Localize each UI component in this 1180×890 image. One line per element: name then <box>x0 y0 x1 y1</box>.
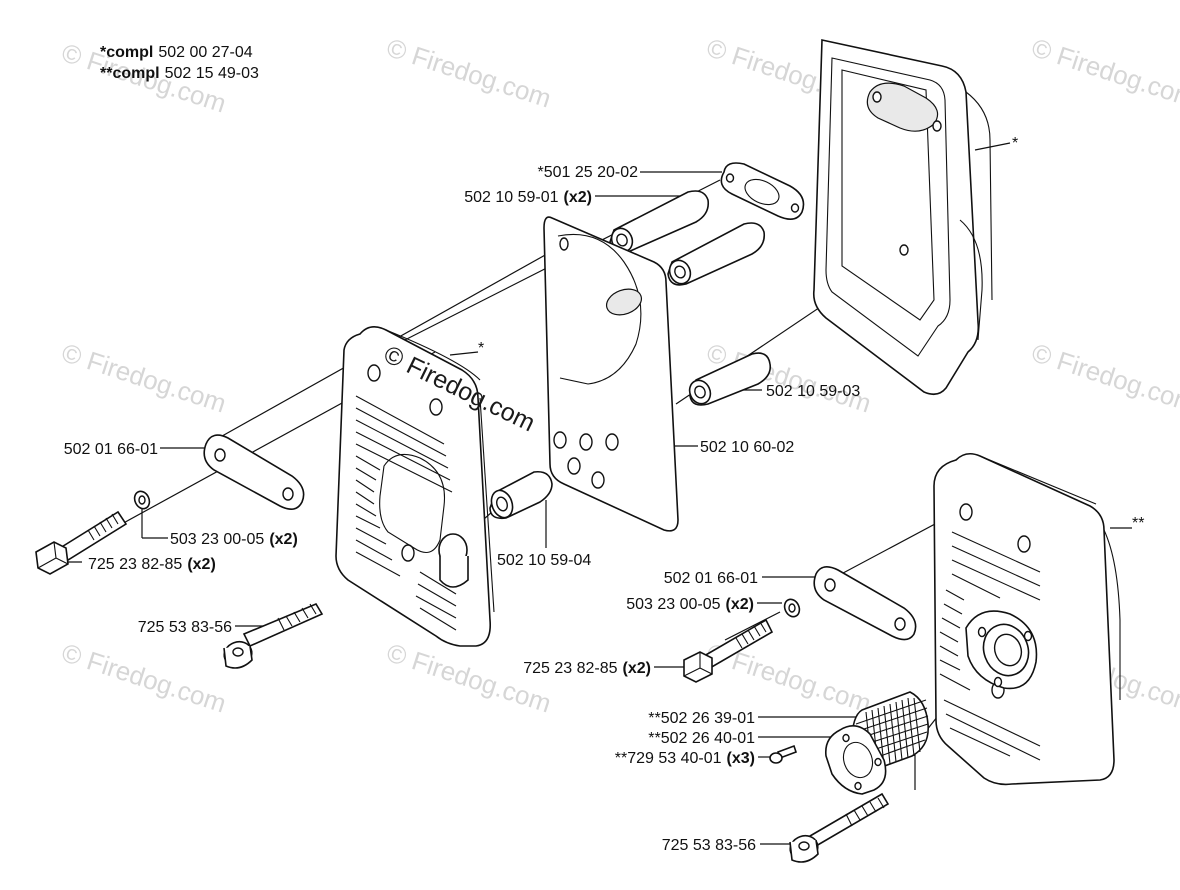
label-plate-right: 502 01 66-01 <box>664 570 758 587</box>
bolt-left-long <box>35 510 128 575</box>
label-spacer-bottom: 502 10 59-04 <box>497 552 591 569</box>
bolt-right-short <box>789 792 890 863</box>
label-screen-gasket: **502 26 40-01 <box>648 730 755 747</box>
label-washer-right: 503 23 00-05(x2) <box>626 596 754 613</box>
label-heat-plate: 502 10 60-02 <box>700 439 794 456</box>
cooling-slots-left <box>355 395 457 631</box>
plate-left <box>203 434 305 510</box>
spacer-bottom <box>489 470 553 520</box>
label-bolt-left-long: 725 23 82-85(x2) <box>88 556 216 573</box>
washer-left <box>133 490 151 510</box>
bolt-right-long <box>683 618 774 683</box>
part-labels: *501 25 20-02 502 10 59-01(x2) * * 502 1… <box>64 135 1145 854</box>
screw <box>769 744 798 764</box>
label-bolt-left-short: 725 53 83-56 <box>138 619 232 636</box>
label-cover-left-marker: * <box>478 340 484 357</box>
label-spacer-right: 502 10 59-03 <box>766 383 860 400</box>
watermark: © Firedog.com <box>1028 337 1180 418</box>
label-spacer-top: 502 10 59-01(x2) <box>464 189 592 206</box>
spacer-top <box>609 190 766 286</box>
washer-right <box>783 598 801 618</box>
label-bolt-right-long: 725 23 82-85(x2) <box>523 660 651 677</box>
bolt-left-short <box>223 602 324 669</box>
watermark: © Firedog.com <box>383 637 555 718</box>
plate-right <box>813 566 917 641</box>
gasket-top <box>720 162 805 220</box>
label-gasket-top: *501 25 20-02 <box>537 164 638 181</box>
watermark: © Firedog.com <box>58 637 230 718</box>
label-spark-screen: **502 26 39-01 <box>648 710 755 727</box>
spacer-right <box>688 352 772 406</box>
cooling-slots-right <box>939 531 1041 761</box>
heat-plate <box>543 216 679 532</box>
label-washer-left: 503 23 00-05(x2) <box>170 531 298 548</box>
cover-left <box>335 326 495 647</box>
label-plate-left: 502 01 66-01 <box>64 441 158 458</box>
cover-right <box>933 452 1121 786</box>
label-cover-right-marker: ** <box>1132 515 1144 532</box>
label-screw: **729 53 40-01(x3) <box>615 750 755 767</box>
cover-top <box>812 39 993 396</box>
screen-gasket <box>824 725 887 795</box>
label-bolt-right-short: 725 53 83-56 <box>662 837 756 854</box>
watermark: © Firedog.com <box>58 337 230 418</box>
watermark: © Firedog.com <box>1028 32 1180 113</box>
label-cover-top-marker: * <box>1012 135 1018 152</box>
watermark: © Firedog.com <box>383 32 555 113</box>
